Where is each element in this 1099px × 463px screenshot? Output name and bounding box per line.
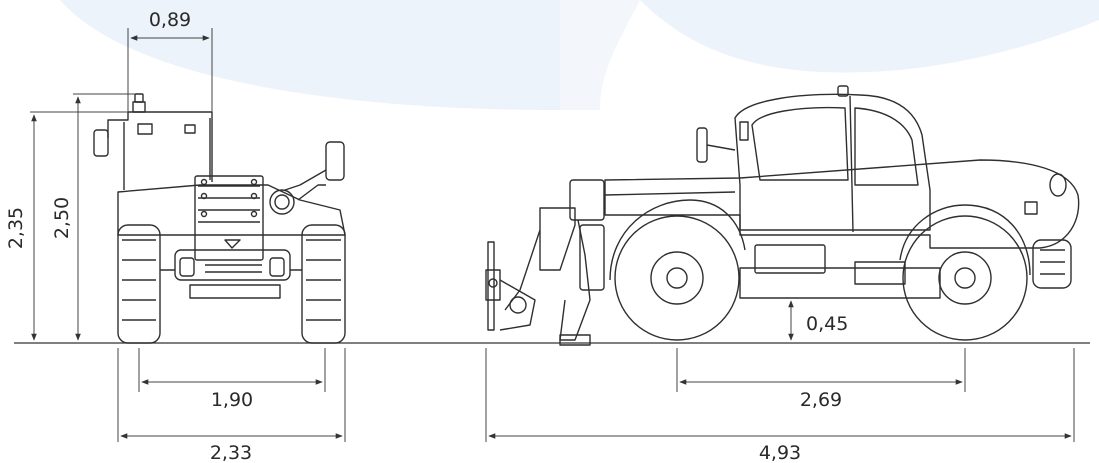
rear-wheel <box>614 215 740 341</box>
side-view-machine <box>485 85 1080 346</box>
side-dimensions <box>485 300 1075 442</box>
front-right-tyre <box>301 224 346 344</box>
label-overall-length: 4,93 <box>759 442 801 463</box>
label-top-width: 0,89 <box>149 9 191 31</box>
left-mirror-icon <box>93 129 109 157</box>
label-beacon-height: 2,50 <box>51 197 73 239</box>
label-wheelbase: 2,69 <box>800 389 842 411</box>
label-ground-clearance: 0,45 <box>806 313 848 335</box>
label-track-width: 1,90 <box>211 389 253 411</box>
label-overall-width: 2,33 <box>210 442 252 463</box>
dimension-labels: 0,89 2,35 2,50 1,90 2,33 0,45 2,69 4,93 <box>5 9 848 463</box>
right-mirror-icon <box>325 141 345 181</box>
front-view-machine <box>93 93 346 344</box>
front-dimensions <box>30 28 346 442</box>
background-watermark <box>60 0 1099 110</box>
front-wheel <box>902 215 1028 341</box>
label-cab-height: 2,35 <box>5 207 27 249</box>
front-left-tyre <box>117 224 161 344</box>
